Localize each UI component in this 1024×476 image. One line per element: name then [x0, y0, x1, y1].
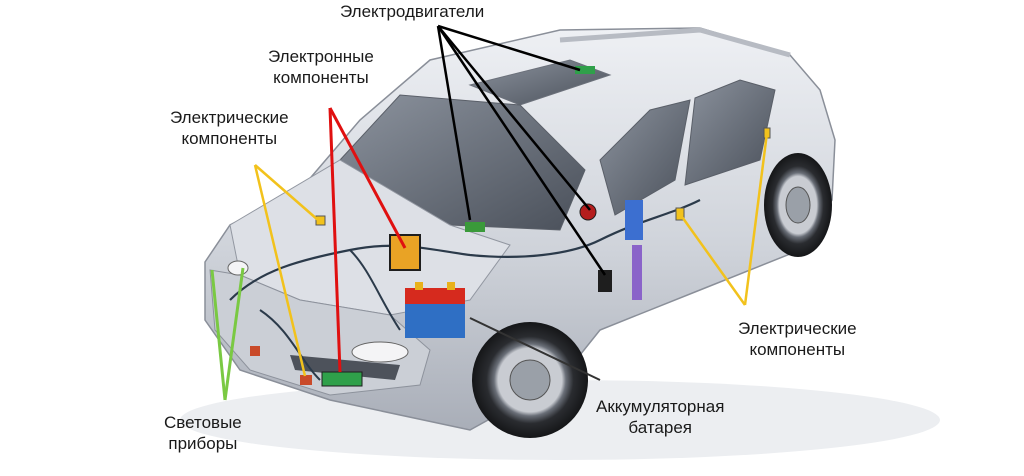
label-lights-line1: Световые — [164, 413, 242, 432]
label-battery: Аккумуляторная батарея — [596, 396, 724, 438]
label-electric-right-line2: компоненты — [749, 340, 846, 359]
label-lights: Световые приборы — [164, 412, 242, 454]
mirror-motor — [579, 203, 597, 221]
electric-left-leader-lines — [253, 164, 319, 377]
door-module-purple — [632, 245, 642, 300]
door-motor — [598, 270, 612, 292]
label-electric-components-right: Электрические компоненты — [738, 318, 857, 360]
label-motors-text: Электродвигатели — [340, 2, 485, 21]
label-electric-left-line2: компоненты — [181, 129, 278, 148]
label-electronic-components: Электронные компоненты — [268, 46, 374, 88]
fog-light-left — [250, 346, 260, 356]
label-electronic-line2: компоненты — [273, 68, 369, 87]
side-window-front — [599, 99, 691, 216]
roof-rail — [559, 27, 791, 58]
hood-electric-component — [315, 215, 326, 226]
label-electric-components-left: Электрические компоненты — [170, 107, 289, 149]
electronic-leader-lines — [328, 107, 407, 373]
roof-motor-module — [575, 66, 595, 74]
label-electric-right-line1: Электрические — [738, 319, 857, 338]
headlight-left — [227, 260, 249, 276]
label-electric-left-line1: Электрические — [170, 108, 289, 127]
label-electronic-line1: Электронные — [268, 47, 374, 66]
battery-unit — [405, 282, 465, 338]
interior-motor — [465, 222, 485, 232]
grille — [290, 355, 400, 380]
fog-light-right — [300, 375, 312, 385]
electric-right-leader-lines — [678, 132, 769, 306]
door-module-blue — [625, 200, 643, 240]
front-module — [321, 371, 363, 387]
label-battery-line2: батарея — [628, 418, 692, 437]
lights-leader-lines — [210, 267, 245, 401]
label-lights-line2: приборы — [168, 434, 238, 453]
label-battery-line1: Аккумуляторная — [596, 397, 725, 416]
label-motors: Электродвигатели — [340, 1, 484, 22]
motors-leader-lines — [436, 24, 607, 276]
headlight-right — [351, 341, 409, 363]
battery-leader-line — [469, 317, 601, 381]
side-window-rear — [684, 79, 776, 186]
ecu-module — [389, 234, 421, 271]
